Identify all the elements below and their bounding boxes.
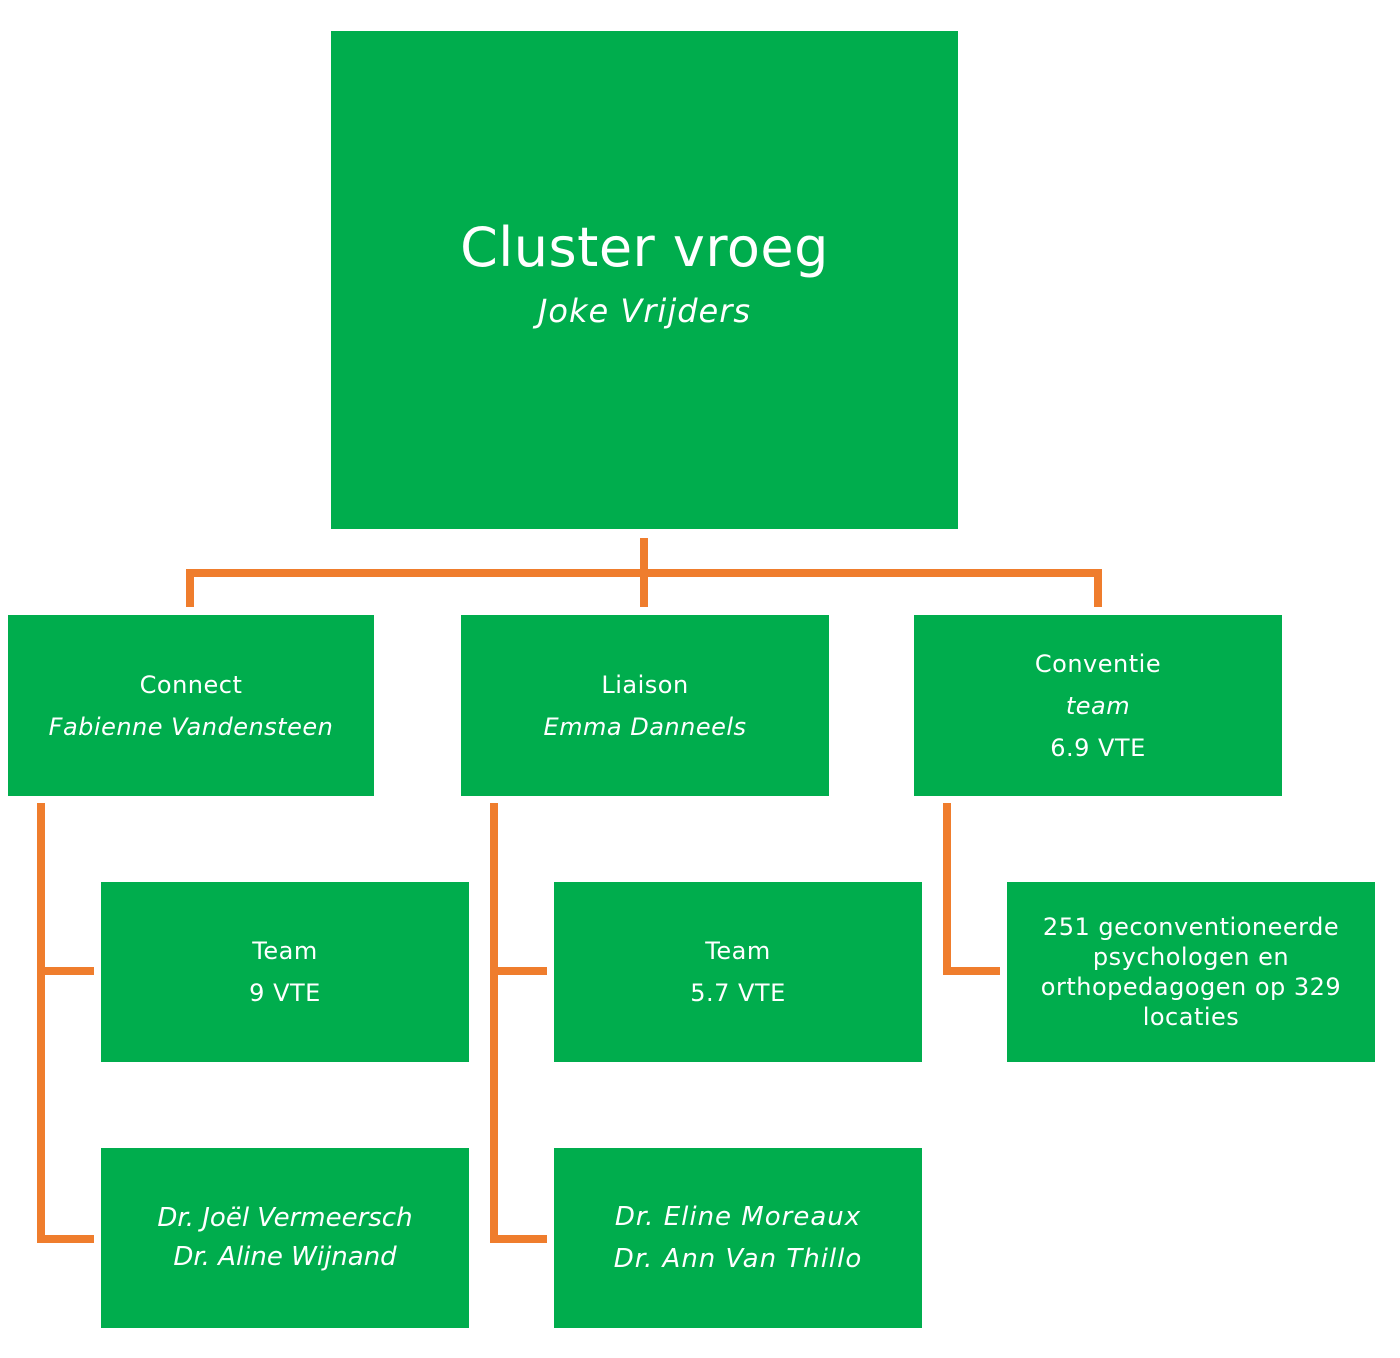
node-fte: 5.7 VTE <box>690 979 786 1007</box>
node-title: Conventie <box>1034 649 1162 678</box>
node-conventie-detail: 251 geconventioneerde psychologen en ort… <box>1007 882 1375 1062</box>
connector-liaison-doctors <box>490 1235 547 1243</box>
connector-connect-team <box>37 967 94 975</box>
node-liaison-team: Team 5.7 VTE <box>554 882 922 1062</box>
node-title: Connect <box>139 670 243 699</box>
doctor-name: Dr. Ann Van Thillo <box>613 1244 863 1274</box>
node-connect-doctors: Dr. Joël Vermeersch Dr. Aline Wijnand <box>101 1148 469 1328</box>
node-title: Team <box>705 937 771 965</box>
node-title: Liaison <box>601 670 689 699</box>
connector-drop-conventie <box>1094 569 1102 607</box>
node-connect: Connect Fabienne Vandensteen <box>8 615 374 796</box>
connector-conventie-vertical <box>943 803 951 975</box>
detail-line: psychologen en <box>1092 943 1290 971</box>
node-liaison: Liaison Emma Danneels <box>461 615 829 796</box>
detail-line: 251 geconventioneerde <box>1042 913 1340 941</box>
node-connect-team: Team 9 VTE <box>101 882 469 1062</box>
node-person: Fabienne Vandensteen <box>48 712 334 741</box>
node-subtitle: team <box>1065 691 1131 720</box>
connector-connect-vertical <box>37 803 45 1243</box>
doctor-name: Dr. Aline Wijnand <box>173 1242 397 1272</box>
doctor-name: Dr. Eline Moreaux <box>614 1202 862 1232</box>
node-person: Joke Vrijders <box>537 292 752 330</box>
connector-horizontal-bar <box>186 569 1102 577</box>
node-title: Team <box>252 937 318 965</box>
node-fte: 6.9 VTE <box>1050 733 1146 762</box>
detail-line: locaties <box>1142 1003 1240 1031</box>
node-cluster-vroeg: Cluster vroeg Joke Vrijders <box>331 31 958 529</box>
node-person: Emma Danneels <box>543 712 747 741</box>
node-liaison-doctors: Dr. Eline Moreaux Dr. Ann Van Thillo <box>554 1148 922 1328</box>
detail-line: orthopedagogen op 329 <box>1040 973 1342 1001</box>
connector-liaison-vertical <box>490 803 498 1243</box>
connector-conventie-detail <box>943 967 1000 975</box>
connector-liaison-team <box>490 967 547 975</box>
connector-connect-doctors <box>37 1235 94 1243</box>
node-fte: 9 VTE <box>249 979 321 1007</box>
doctor-name: Dr. Joël Vermeersch <box>157 1203 413 1233</box>
node-title: Cluster vroeg <box>460 216 829 279</box>
connector-drop-connect <box>186 569 194 607</box>
node-conventie: Conventie team 6.9 VTE <box>914 615 1282 796</box>
